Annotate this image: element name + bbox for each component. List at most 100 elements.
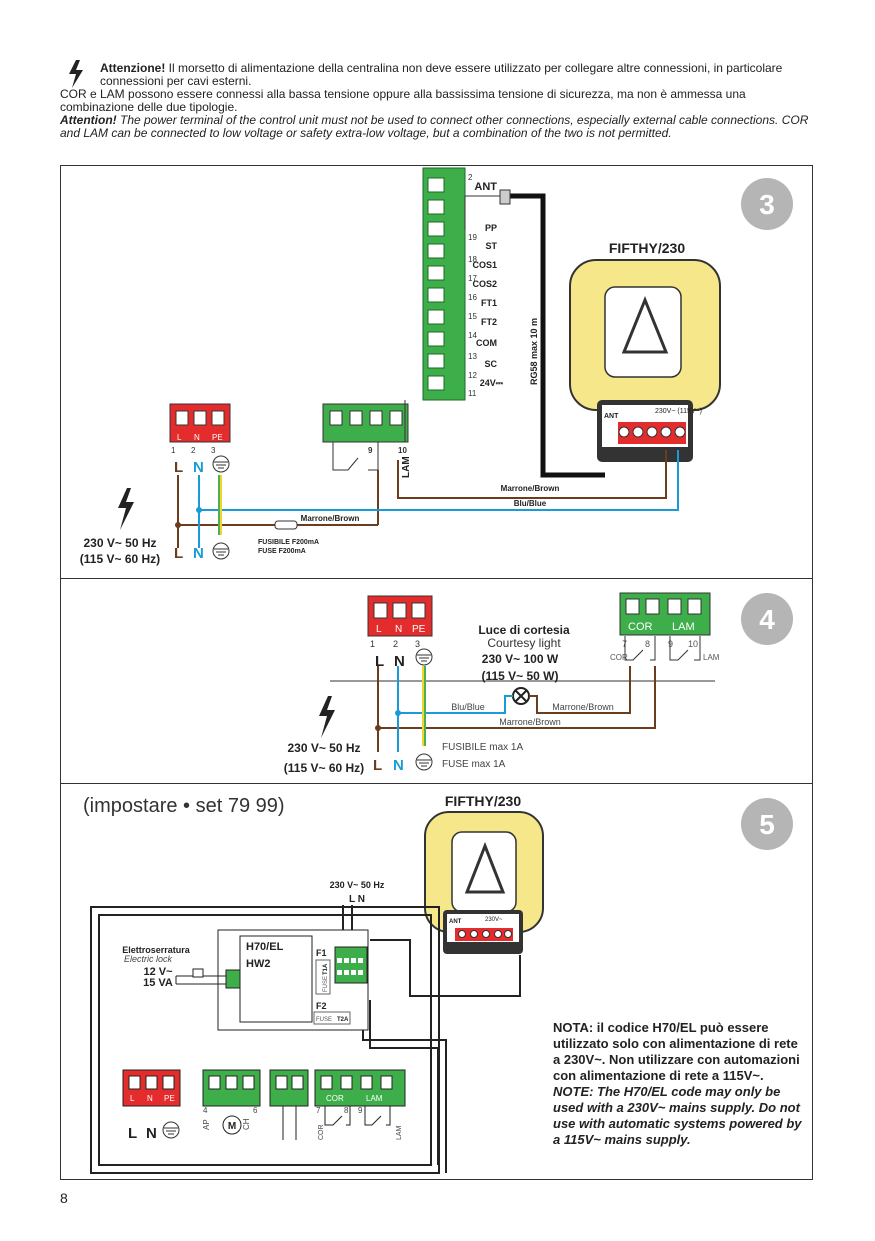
label-n-4b: N (393, 757, 404, 774)
h70-terminal (334, 946, 368, 984)
num-15: 15 (468, 312, 477, 321)
separator-3-4 (60, 578, 813, 579)
n5-6: 6 (253, 1106, 258, 1115)
antenna-play-icon (621, 295, 669, 354)
pn4-1: 1 (370, 639, 375, 649)
set-instruction: (impostare • set 79 99) (83, 795, 285, 817)
n5-8: 8 (344, 1106, 349, 1115)
badge-4-label: 4 (759, 604, 775, 635)
motor-icon (222, 1115, 242, 1135)
term-com: COM (476, 338, 497, 348)
warning-it-bold: Attenzione! (100, 61, 166, 75)
earth-wire-3 (218, 475, 222, 535)
antenna-title-3: FIFTHY/230 (609, 240, 685, 256)
ap-label: AP (202, 1119, 211, 1130)
lightning-icon-3 (118, 488, 134, 530)
term-st: ST (485, 241, 497, 251)
lam-num-10: 10 (398, 446, 407, 455)
n5-4: 4 (203, 1106, 208, 1115)
pn-2: 2 (191, 446, 196, 455)
lam-label-4: LAM (672, 621, 695, 633)
label-l-5: L (128, 1125, 137, 1142)
pn-1: 1 (171, 446, 176, 455)
badge-3 (741, 178, 793, 230)
courtesy-light-v2: (115 V~ 50 W) (481, 669, 558, 683)
num-13: 13 (468, 352, 477, 361)
blue-wire-4 (397, 666, 513, 714)
label-l-3b: L (174, 545, 183, 562)
pl4-n: N (395, 624, 402, 635)
courtesy-light-en: Courtesy light (487, 636, 561, 650)
pl5-l: L (130, 1094, 135, 1103)
lightning-icon-4 (319, 696, 335, 738)
lock-v2: 15 VA (143, 977, 173, 989)
label-l-3: L (174, 459, 183, 476)
supply-5: 230 V~ 50 Hz (330, 880, 385, 890)
warning-it-text2: COR e LAM possono essere connessi alla b… (60, 87, 746, 114)
warning-en-bold: Attention! (60, 113, 117, 127)
motor-label: M (228, 1121, 236, 1132)
num-17: 17 (468, 274, 477, 283)
lam-side-label: LAM (703, 653, 720, 662)
pn-3: 3 (211, 446, 216, 455)
num-12: 12 (468, 371, 477, 380)
page-number: 8 (60, 1190, 68, 1206)
courtesy-light-v1: 230 V~ 100 W (482, 652, 559, 666)
lam-5-side: LAM (396, 1125, 403, 1140)
fuse-f1: FUSE (323, 976, 329, 992)
brown-wire-4a (529, 666, 631, 714)
label-n-4: N (394, 653, 405, 670)
diagram-5: 5 FIFTHY/230 ANT 230V~ 230 V~ 50 Hz L N … (90, 793, 793, 1174)
h70-label: H70/EL (246, 941, 284, 953)
lam-num-9: 9 (368, 446, 373, 455)
pl-pe: PE (212, 433, 223, 442)
pn4-3: 3 (415, 639, 420, 649)
warning-block: Attenzione! Il morsetto di alimentazione… (60, 60, 820, 140)
term-ant: ANT (474, 181, 497, 193)
label-l-4b: L (373, 757, 382, 774)
lam-label-3: LAM (401, 456, 412, 478)
term-ft1: FT1 (481, 298, 497, 308)
earth-wire-4 (422, 666, 426, 746)
courtesy-light-it: Luce di cortesia (478, 623, 570, 637)
lamp-icon (512, 687, 530, 705)
antenna-play-icon-5 (464, 841, 506, 894)
wire-label-blue4: Blu/Blue (451, 702, 485, 712)
v230-5: 230V~ (485, 917, 503, 923)
term-cos2: COS2 (472, 279, 497, 289)
note-en: NOTE: The H70/EL code may only be used w… (553, 1084, 802, 1147)
diagram-frame (60, 165, 813, 1180)
term-ft2: FT2 (481, 317, 497, 327)
badge-5-label: 5 (759, 809, 775, 840)
separator-4-5 (60, 783, 813, 784)
lightning-icon (69, 60, 83, 88)
num-14: 14 (468, 331, 477, 340)
fuse-f2: FUSE (316, 1017, 332, 1023)
fuse-icon-3 (274, 520, 298, 530)
term-pp: PP (485, 223, 497, 233)
t2a-label: T2A (337, 1017, 349, 1023)
fuse-label-4b: FUSE max 1A (442, 759, 506, 770)
num-16: 16 (468, 293, 477, 302)
num-2: 2 (468, 173, 473, 182)
lock-icon (192, 968, 204, 978)
supply-4a: 230 V~ 50 Hz (287, 741, 360, 755)
antenna-volt-label: 230V~ (115V~) (655, 408, 702, 415)
lock-v1: 12 V~ (143, 966, 173, 978)
term-sc: SC (484, 359, 497, 369)
coax-cable (500, 193, 605, 478)
supply-3b: (115 V~ 60 Hz) (80, 552, 160, 566)
earth-icon-3 (212, 455, 230, 473)
n5-7: 7 (316, 1106, 321, 1115)
lock-en: Electric lock (124, 954, 173, 964)
f2-label: F2 (316, 1001, 327, 1011)
warning-en-text: The power terminal of the control unit m… (60, 113, 809, 140)
cable-label: RG58 max 10 m (529, 318, 539, 385)
label-n-3b: N (193, 545, 204, 562)
label-n-5: N (146, 1125, 157, 1142)
n5-9: 9 (358, 1106, 363, 1115)
ant-5: ANT (449, 919, 462, 925)
pl5-pe: PE (164, 1094, 175, 1103)
lam-5: LAM (366, 1094, 383, 1103)
